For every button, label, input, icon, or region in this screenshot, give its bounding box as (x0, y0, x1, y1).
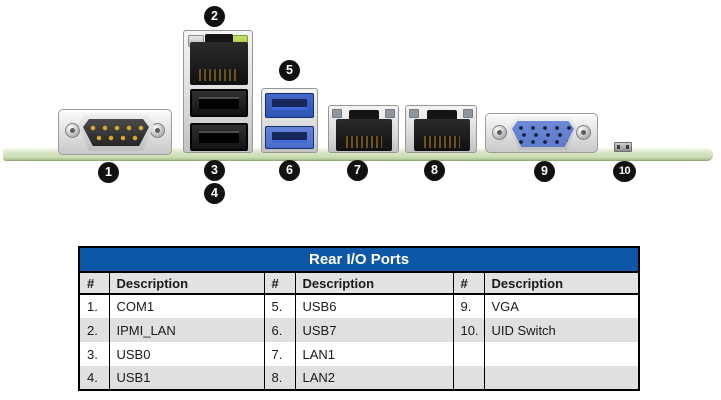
port-description (483, 342, 640, 366)
port-number: 3. (87, 346, 98, 362)
table-row: 1. COM1 5. USB6 9. VGA (79, 294, 640, 318)
callout-6: 6 (279, 160, 300, 181)
vga-port-icon (485, 113, 598, 153)
port-number: 4. (79, 366, 109, 390)
callout-3: 3 (204, 160, 225, 181)
rj45-jack (414, 119, 470, 151)
table-title-row: Rear I/O Ports (79, 247, 640, 273)
com1-serial-port-icon (58, 109, 172, 155)
ipmi-lan-port-icon (205, 34, 233, 44)
table-header-row: # Description # Description # Descriptio… (79, 272, 640, 295)
port-number (452, 366, 484, 390)
port-description (483, 366, 640, 390)
port-number (452, 342, 484, 366)
table-title: Rear I/O Ports (79, 247, 640, 273)
screw-hole-icon (65, 123, 80, 138)
port-number: 10. (452, 318, 484, 342)
callout-7: 7 (347, 160, 368, 181)
port-number: 5. (263, 294, 295, 318)
port-number: 7. (263, 342, 295, 366)
port-description: LAN2 (294, 366, 453, 390)
port-description: USB1 (108, 366, 264, 390)
port-description: COM1 (108, 294, 264, 318)
col-header-desc: Description (294, 272, 453, 295)
port-description: VGA (483, 294, 640, 318)
screw-post-icon (492, 125, 507, 140)
port-description: UID Switch (483, 318, 640, 342)
rj45-tab (349, 110, 379, 121)
db15-connector-shell (509, 118, 577, 150)
screw-post-icon (576, 125, 591, 140)
port-description: USB0 (108, 342, 264, 366)
lan-led-icon (385, 109, 395, 118)
lan-led-icon (409, 109, 419, 118)
ipmi-usb-stack-housing (183, 30, 253, 153)
rj45-tab (427, 110, 457, 121)
ipmi-lan-jack (190, 42, 248, 85)
port-number: 9. (452, 294, 484, 318)
port-number: 1. (87, 299, 98, 314)
callout-1: 1 (98, 162, 119, 183)
usb6-port-icon (265, 93, 314, 118)
callout-9: 9 (534, 161, 555, 182)
rj45-jack (336, 119, 392, 151)
usb1-port-icon (190, 123, 248, 151)
col-header-desc: Description (108, 272, 264, 295)
table-row: 2. IPMI_LAN 6. USB7 10. UID Switch (79, 318, 640, 342)
callout-4: 4 (204, 183, 225, 204)
port-description: USB6 (294, 294, 453, 318)
port-description: USB7 (294, 318, 453, 342)
col-header-num: # (452, 272, 484, 295)
port-description: LAN1 (294, 342, 453, 366)
col-header-num: # (263, 272, 295, 295)
table-row: 4. USB1 8. LAN2 (79, 366, 640, 390)
col-header-desc: Description (483, 272, 640, 295)
rear-io-panel-figure: 1 2 3 4 5 6 7 8 9 10 (3, 6, 713, 204)
callout-2: 2 (204, 6, 225, 27)
lan-led-icon (463, 109, 473, 118)
uid-switch-icon (614, 142, 632, 152)
rear-io-ports-table: Rear I/O Ports # Description # Descripti… (78, 246, 641, 391)
lan-led-icon (332, 109, 342, 118)
usb3-stack-housing (261, 88, 318, 153)
db9-pins (83, 119, 149, 146)
port-description: IPMI_LAN (108, 318, 264, 342)
callout-8: 8 (424, 160, 445, 181)
rj45-pins (424, 136, 460, 148)
vga-holes (512, 121, 574, 147)
rj45-pins (199, 69, 239, 81)
usb7-port-icon (265, 126, 314, 149)
callout-10: 10 (613, 161, 636, 182)
port-number: 6. (263, 318, 295, 342)
db9-connector-shell (78, 114, 154, 151)
col-header-num: # (79, 272, 109, 295)
lan2-port-icon (405, 105, 477, 153)
usb0-port-icon (190, 89, 248, 117)
table-row: 3. USB0 7. LAN1 (79, 342, 640, 366)
port-number: 8. (263, 366, 295, 390)
lan1-port-icon (328, 105, 399, 153)
rj45-pins (346, 136, 382, 148)
callout-5: 5 (279, 60, 300, 81)
port-number: 2. (79, 318, 109, 342)
